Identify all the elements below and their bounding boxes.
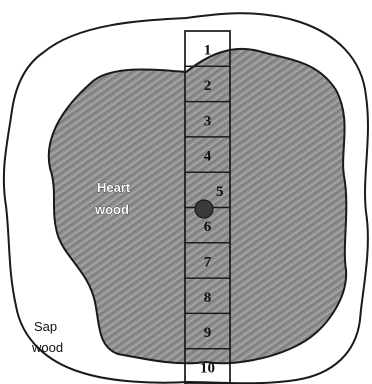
strip-segment-label-7: 7	[204, 254, 212, 270]
strip-segment-label-9: 9	[204, 325, 212, 341]
strip-segment-label-2: 2	[204, 78, 212, 94]
strip-segment-label-5: 5	[216, 184, 224, 200]
pith-marker	[195, 200, 213, 218]
heartwood-label-line2: wood	[94, 202, 129, 217]
sapwood-label-line1: Sap	[34, 319, 57, 334]
strip-segment-label-6: 6	[204, 219, 212, 235]
strip-segment-label-4: 4	[204, 149, 212, 165]
strip-segment-label-8: 8	[204, 290, 212, 306]
sapwood-label-line2: wood	[31, 340, 63, 355]
strip-segment-label-1: 1	[204, 43, 212, 59]
strip-segment-label-3: 3	[204, 113, 212, 129]
heartwood-label-line1: Heart	[97, 180, 131, 195]
strip-segment-label-10: 10	[200, 360, 215, 376]
